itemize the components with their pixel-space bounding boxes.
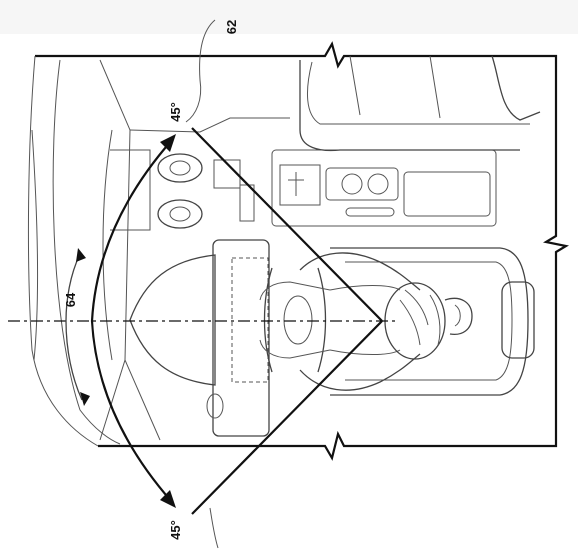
arc-bottom-arrowhead (160, 490, 176, 508)
instrument-panel (206, 239, 270, 437)
head-sweep-arrow (65, 253, 83, 401)
center-console (213, 149, 497, 227)
sweep-arrowhead-bottom (80, 392, 90, 406)
steering-wheel (263, 267, 327, 373)
passenger-seat (299, 55, 541, 152)
arc-bottom (90, 320, 173, 503)
view-line-top (191, 127, 383, 322)
label-angle-top: 45° (168, 102, 183, 122)
arc-top (90, 139, 173, 322)
driver-seat (330, 247, 535, 396)
sweep-arrowhead-top (76, 248, 86, 262)
driver-head (384, 282, 473, 360)
view-line-bottom (191, 320, 383, 515)
dashboard (31, 59, 290, 441)
leader-line-62 (185, 19, 216, 123)
instrument-hood (129, 254, 216, 386)
label-angle-bottom: 45° (168, 520, 183, 540)
leader-line-bottom (209, 507, 219, 549)
label-62: 62 (224, 20, 239, 34)
arc-top-arrowhead (160, 134, 176, 152)
label-64: 64 (63, 292, 78, 307)
top-shading (0, 0, 578, 34)
air-vents (110, 149, 203, 231)
vehicle-outline (27, 41, 570, 461)
